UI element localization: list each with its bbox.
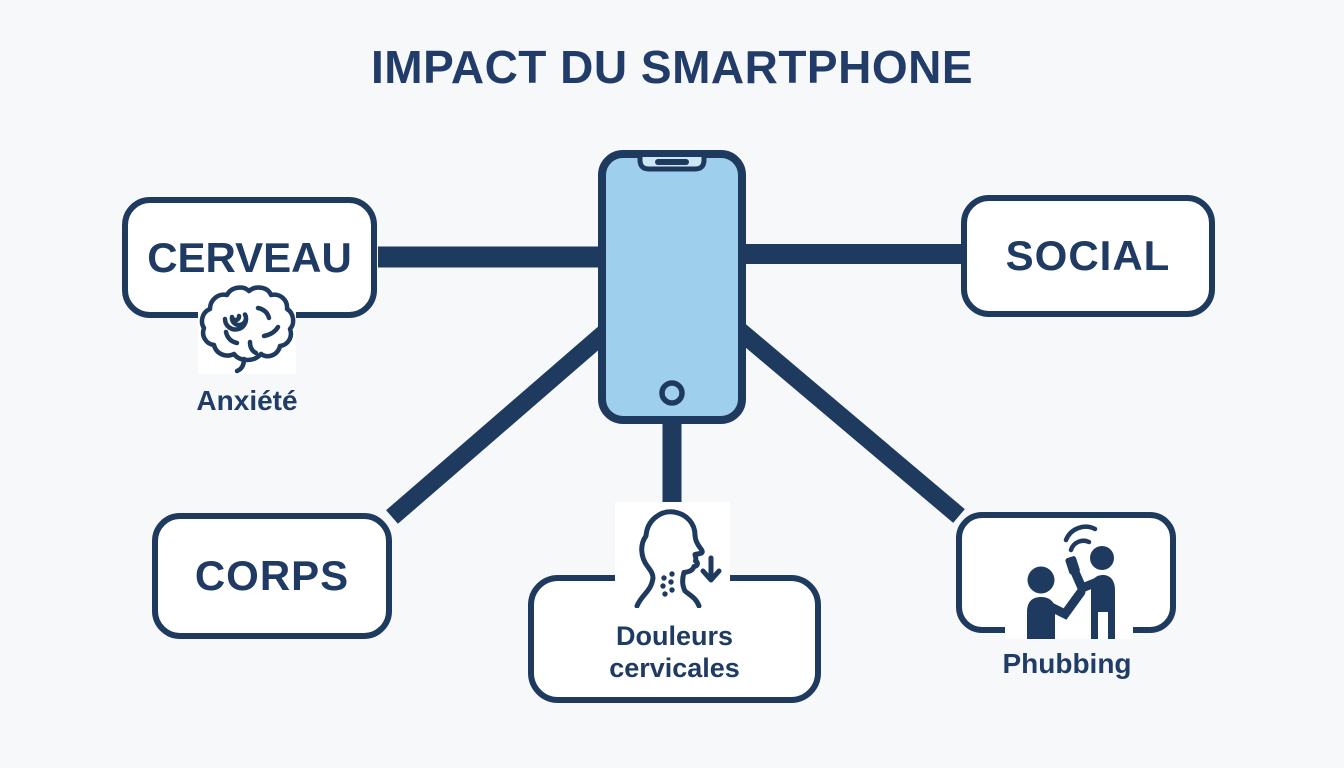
node-douleurs-label: Douleurs cervicales <box>609 620 740 683</box>
neck-pain-icon <box>615 502 730 609</box>
node-corps: CORPS <box>152 513 392 639</box>
brain-icon <box>198 282 296 374</box>
node-cerveau-label: CERVEAU <box>147 233 352 281</box>
anxiete-label: Anxiété <box>196 385 298 416</box>
node-corps-label: CORPS <box>194 552 350 599</box>
node-social-label: SOCIAL <box>1005 232 1171 279</box>
node-social: SOCIAL <box>961 195 1215 317</box>
smartphone-icon <box>598 150 746 424</box>
page-title: IMPACT DU SMARTPHONE <box>370 41 974 93</box>
phubbing-label: Phubbing <box>1002 648 1132 679</box>
phubbing-people-icon <box>1005 524 1133 639</box>
